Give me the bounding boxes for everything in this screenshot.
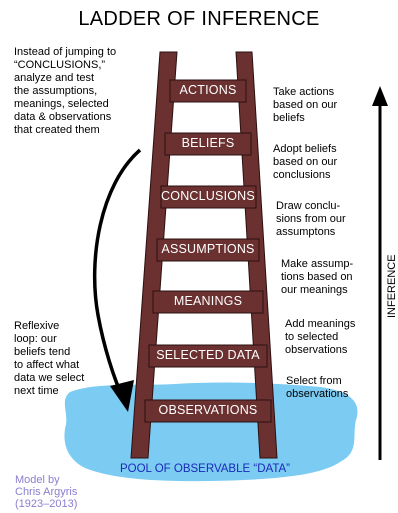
note-line: data we select: [14, 372, 85, 384]
left-note-analyze: Instead of jumping to “CONCLUSIONS,” ana…: [14, 46, 116, 137]
note-line: Adopt beliefs: [273, 143, 337, 155]
rung-label-conclusions: CONCLUSIONS: [161, 189, 255, 203]
note-line: observations: [285, 344, 348, 356]
pool-label: POOL OF OBSERVABLE “DATA”: [120, 463, 290, 475]
right-note-beliefs: Adopt beliefs based on our conclusions: [273, 143, 337, 182]
note-line: the assumptions,: [14, 85, 98, 97]
rung-label-assumptions: ASSUMPTIONS: [161, 242, 255, 256]
rung-actions: [169, 79, 247, 103]
note-line: meanings, selected: [14, 98, 109, 110]
note-line: loop: our: [14, 333, 57, 345]
reflexive-loop-arrowhead: [110, 380, 134, 412]
reflexive-loop-arrow: [92, 148, 142, 397]
note-line: Take actions: [273, 86, 335, 98]
credit-line: (1923–2013): [15, 498, 78, 510]
note-line: analyze and test: [14, 72, 95, 84]
right-note-conclusions: Draw conclu- sions from our assumptons: [276, 200, 346, 239]
diagram-title: LADDER OF INFERENCE: [78, 8, 320, 30]
rung-label-selected-data: SELECTED DATA: [156, 348, 260, 362]
note-line: next time: [14, 385, 59, 397]
note-line: “CONCLUSIONS,”: [14, 59, 106, 71]
rung-label-beliefs: BELIEFS: [181, 136, 235, 150]
note-line: sions from our: [276, 213, 346, 225]
rung-label-actions: ACTIONS: [179, 83, 237, 97]
note-line: our meanings: [281, 284, 348, 296]
rung-label-observations: OBSERVATIONS: [158, 403, 258, 417]
right-note-selected-data: Select from observations: [286, 375, 348, 401]
rung-observations: [144, 399, 272, 423]
left-note-reflexive-loop: Reflexive loop: our beliefs tend to affe…: [14, 320, 84, 398]
note-line: assumptons: [276, 226, 336, 238]
note-line: observations: [286, 388, 349, 400]
rung-beliefs: [164, 132, 252, 156]
note-line: Add meanings: [285, 318, 356, 330]
note-line: Make assump-: [281, 258, 354, 270]
note-line: to affect what: [14, 359, 80, 371]
note-line: Draw conclu-: [276, 200, 341, 212]
credit-line: Model by: [15, 474, 60, 486]
note-line: beliefs: [273, 112, 305, 124]
note-line: data & observations: [14, 111, 112, 123]
note-line: Select from: [286, 375, 342, 387]
note-line: based on our: [273, 99, 338, 111]
credit-line: Chris Argyris: [15, 486, 78, 498]
note-line: tions based on: [281, 271, 353, 283]
right-note-actions: Take actions based on our beliefs: [273, 86, 337, 125]
rung-label-meanings: MEANINGS: [173, 294, 243, 308]
rung-selected-data: [148, 344, 268, 368]
right-note-assumptions: Make assump- tions based on our meanings: [281, 258, 353, 297]
note-line: based on our: [273, 156, 338, 168]
note-line: Instead of jumping to: [14, 46, 117, 58]
rung-assumptions: [156, 238, 260, 262]
rung-meanings: [152, 290, 264, 314]
note-line: to selected: [285, 331, 339, 343]
model-credit: Model by Chris Argyris (1923–2013): [15, 474, 77, 510]
rung-conclusions: [160, 185, 257, 209]
note-line: that created them: [14, 124, 100, 136]
right-note-meanings: Add meanings to selected observations: [285, 318, 355, 357]
note-line: beliefs tend: [14, 346, 71, 358]
note-line: conclusions: [273, 169, 331, 181]
inference-arrowhead: [372, 86, 388, 106]
inference-label: INFERENCE: [386, 254, 398, 318]
note-line: Reflexive: [14, 320, 60, 332]
